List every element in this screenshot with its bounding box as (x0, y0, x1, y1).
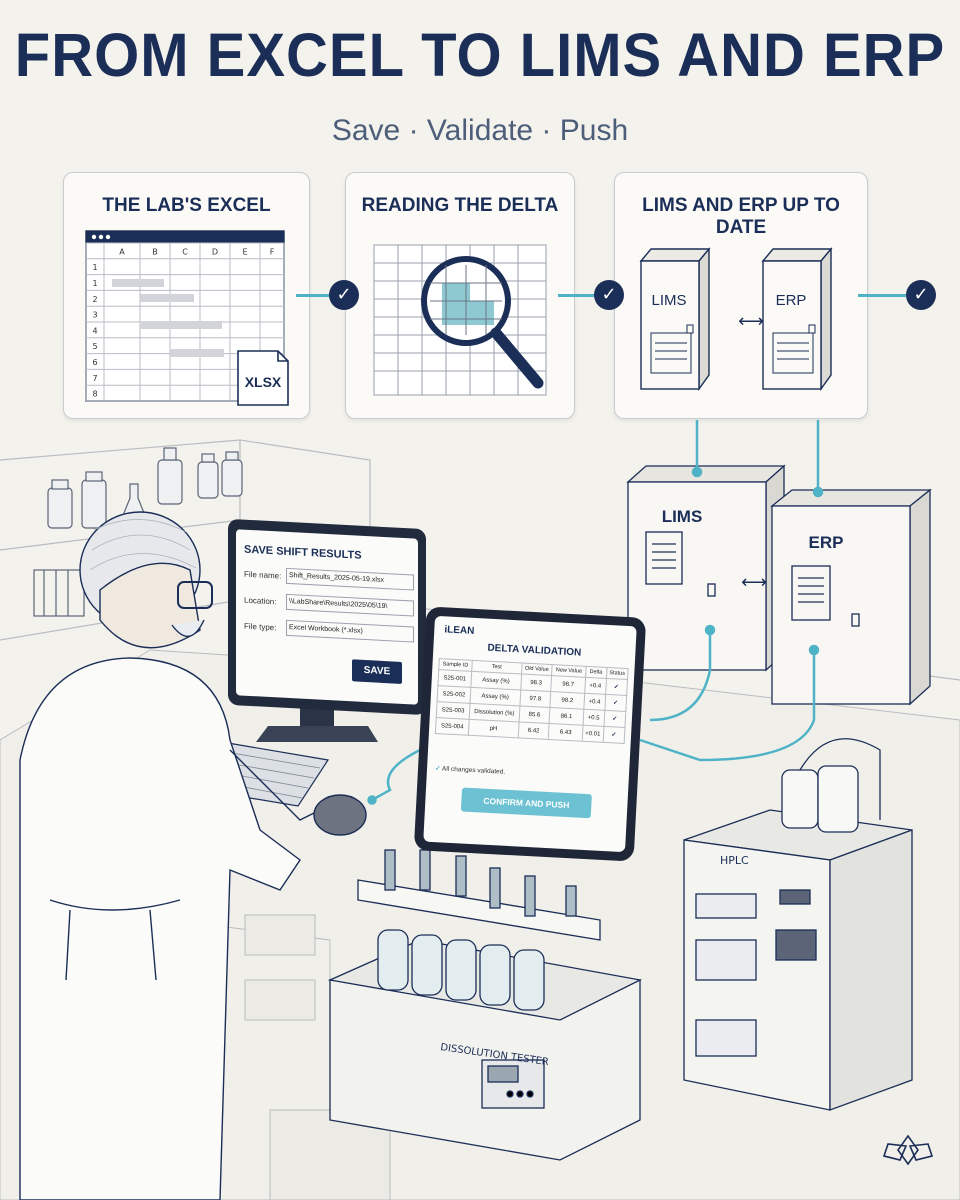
delta-table-cell: +0.01 (581, 725, 604, 743)
location-field[interactable]: \\LabShare\Results\2025\05\19\ (286, 593, 414, 617)
step-card-excel: THE LAB'S EXCEL A B C D E F 1 1 2 3 4 5 6 7 8 XLSX (63, 172, 310, 419)
dissolution-tester-icon (327, 849, 643, 1161)
validated-note-text: All changes validated. (441, 765, 506, 776)
delta-table-cell: 98.2 (550, 691, 585, 710)
hplc-icon (683, 738, 913, 1111)
window-dot-icon (98, 234, 104, 240)
check-icon: ✓ (329, 280, 359, 310)
window-dot-icon (105, 234, 111, 240)
delta-table-cell: 85.6 (518, 705, 551, 724)
save-button[interactable]: SAVE (352, 659, 402, 684)
file-type-select[interactable]: Excel Workbook (*.xlsx) (286, 619, 414, 643)
column-header-e: E (242, 247, 247, 256)
lims-server-icon: LIMS (639, 247, 711, 392)
status-check-icon: ✓ (605, 678, 628, 696)
erp-cabinet-icon (770, 488, 932, 706)
lab-scene: LIMS ⟷ ERP (0, 420, 960, 1200)
file-type-label: File type: (244, 621, 277, 633)
spreadsheet-illustration: A B C D E F 1 1 2 3 4 5 6 7 8 XLSX (85, 230, 289, 406)
connector-line (858, 294, 906, 297)
brand-logo: iLEAN (444, 624, 475, 637)
delta-table-cell: S25-001 (437, 669, 472, 688)
connector-line (558, 294, 598, 297)
row-header: 4 (92, 326, 97, 335)
delta-table-cell: pH (468, 719, 519, 738)
file-name-label: File name: (244, 569, 282, 581)
validated-note: ✓ All changes validated. (435, 764, 505, 776)
step-title-delta: READING THE DELTA (361, 195, 559, 216)
lab-sync-arrow-icon: ⟷ (741, 572, 767, 593)
delta-table-cell: +0.4 (583, 693, 606, 711)
column-header-c: C (182, 247, 188, 256)
status-check-icon: ✓ (604, 694, 627, 712)
check-icon: ✓ (906, 280, 936, 310)
column-header-a: A (119, 247, 125, 256)
step-title-servers: LIMS AND ERP UP TO DATE (642, 195, 840, 238)
hplc-label: HPLC (720, 854, 749, 867)
delta-illustration (373, 244, 547, 396)
confirm-push-button[interactable]: CONFIRM AND PUSH (460, 787, 592, 819)
sync-arrow-icon: ⟷ (738, 311, 764, 332)
step-title-excel: THE LAB'S EXCEL (102, 195, 271, 216)
row-header: 3 (92, 311, 97, 320)
magnifier-icon (421, 256, 544, 389)
scientist-figure (19, 511, 367, 1200)
servers-illustration: LIMS ⟷ ERP (639, 247, 833, 392)
column-header-d: D (212, 247, 218, 256)
save-dialog-title: SAVE SHIFT RESULTS (244, 543, 362, 562)
file-name-field[interactable]: Shift_Results_2025-05-19.xlsx (286, 567, 414, 591)
row-header: 8 (92, 390, 97, 399)
delta-table-cell: S25-002 (437, 685, 471, 704)
xlsx-file-icon: XLSX (237, 350, 289, 406)
column-header-f: F (270, 247, 275, 256)
delta-table-cell: 98.7 (551, 675, 586, 694)
lab-lims-label: LIMS (662, 507, 703, 526)
erp-server-icon: ERP (761, 247, 833, 392)
row-header: 5 (92, 342, 97, 351)
delta-table-cell: S25-003 (436, 701, 470, 720)
row-header: 1 (92, 279, 97, 288)
check-icon: ✓ (594, 280, 624, 310)
logo-icon (882, 1134, 934, 1166)
delta-table-cell: S25-004 (435, 717, 470, 736)
location-label: Location: (244, 595, 277, 607)
delta-table-cell: 6.43 (548, 723, 583, 742)
desktop-monitor: SAVE SHIFT RESULTS File name: Shift_Resu… (228, 518, 426, 716)
row-header: 2 (92, 295, 97, 304)
connector-line (296, 294, 336, 297)
row-header: 6 (92, 358, 97, 367)
delta-table-cell: +0.5 (582, 709, 605, 727)
delta-table-cell: 97.8 (519, 689, 552, 708)
delta-table-cell: 86.1 (549, 707, 584, 726)
lab-erp-label: ERP (809, 533, 844, 552)
row-header: 7 (92, 374, 97, 383)
row-header: 1 (92, 263, 97, 272)
status-check-icon: ✓ (603, 710, 626, 728)
lims-label: LIMS (651, 292, 686, 309)
window-dot-icon (91, 234, 97, 240)
page-title: FROM EXCEL TO LIMS AND ERP (14, 21, 946, 90)
page-subtitle: Save · Validate · Push (331, 114, 629, 147)
status-check-icon: ✓ (602, 726, 625, 744)
step-card-delta: READING THE DELTA (345, 172, 575, 419)
delta-validation-title: DELTA VALIDATION (487, 642, 582, 659)
check-small-icon: ✓ (434, 765, 441, 773)
erp-label: ERP (776, 292, 807, 309)
xlsx-badge: XLSX (245, 374, 282, 390)
save-dialog: SAVE SHIFT RESULTS File name: Shift_Resu… (236, 529, 418, 705)
column-header-b: B (152, 247, 158, 256)
lims-cabinet-icon (626, 464, 786, 672)
step-card-servers: LIMS AND ERP UP TO DATE LIMS ⟷ ERP (614, 172, 868, 419)
delta-table-cell: +0.4 (584, 677, 607, 695)
delta-table-cell: 6.42 (517, 721, 550, 740)
delta-table-cell: 98.3 (520, 673, 552, 692)
